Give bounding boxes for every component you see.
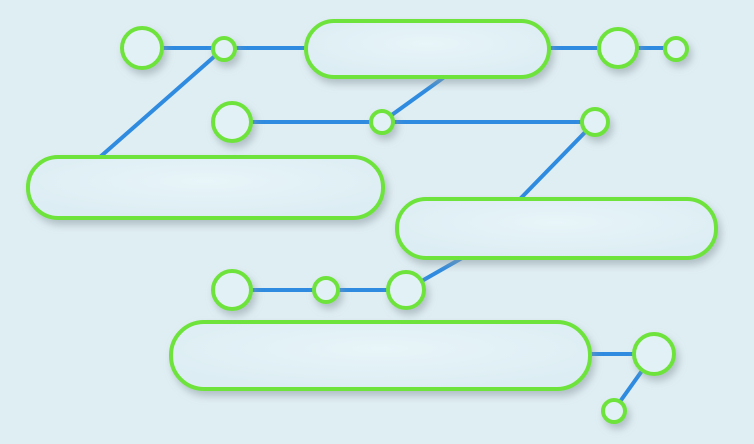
- connector-line: [518, 120, 597, 201]
- pill-nodes: [26, 19, 718, 391]
- circle-node-small: [211, 36, 237, 62]
- circle-node-large: [211, 101, 253, 143]
- pill-node-top: [304, 19, 551, 79]
- pill-node-bottom: [169, 320, 592, 391]
- pill-node-left: [26, 155, 385, 220]
- circle-node-small: [601, 398, 627, 424]
- circle-node-small: [663, 36, 689, 62]
- circle-node-small: [369, 109, 395, 135]
- circle-node-large: [386, 270, 426, 310]
- circle-node-large: [632, 332, 676, 376]
- circle-node-large: [211, 269, 253, 311]
- circle-nodes: [120, 26, 689, 424]
- connector-line: [98, 46, 226, 159]
- circle-node-large: [597, 27, 639, 69]
- pill-node-right: [395, 197, 718, 260]
- circle-node-large: [120, 26, 164, 70]
- circle-node-small: [312, 276, 340, 304]
- circle-node-small: [580, 107, 610, 137]
